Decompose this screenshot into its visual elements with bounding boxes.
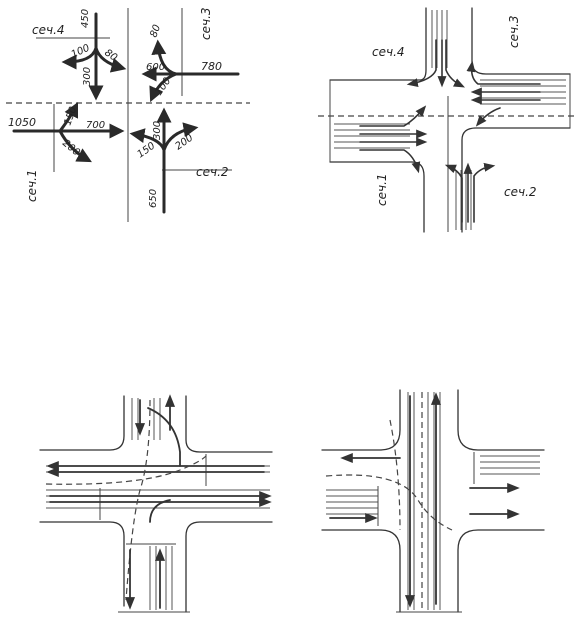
section4-flow-through: 300	[82, 67, 93, 86]
ne-curb	[471, 7, 571, 75]
section3-flow-in: 780	[201, 60, 222, 73]
nw-curb	[329, 7, 427, 81]
section1-flow-left: 150	[62, 105, 79, 127]
section1-left-turn-arrow	[58, 101, 79, 133]
south-approach-lanes	[444, 162, 496, 230]
a-north-right-turn	[147, 407, 181, 467]
b-se-curb	[457, 529, 545, 613]
quadrant-section-3: сеч.3 80 600 780 100	[141, 7, 240, 103]
a-turn-guide-1	[45, 455, 207, 485]
b-turn-guide-1	[325, 474, 453, 531]
intersection-scheme-a	[39, 394, 273, 613]
section3-label: сеч.3	[199, 7, 213, 40]
b-sw-curb	[321, 529, 401, 613]
section1-flow-through: 700	[86, 120, 105, 131]
section3-flow-through: 600	[146, 62, 165, 73]
lane-section4-label: сеч.4	[372, 45, 405, 59]
west-approach-lanes	[334, 105, 428, 174]
section1-flow-in: 1050	[8, 116, 36, 129]
flow-diagram-panel: сеч.4 450 100 80 300 сеч.3 80 600 780 10…	[6, 7, 250, 222]
lane-layout-panel: сеч.4 сеч.3 сеч.1	[318, 7, 575, 233]
section2-flow-in: 650	[148, 189, 159, 208]
a-se-curb	[185, 521, 273, 613]
section2-label: сеч.2	[196, 165, 229, 179]
south-left-turn-arrow	[444, 164, 463, 223]
lane-section3-label: сеч.3	[507, 15, 521, 48]
east-left-turn-arrow	[475, 107, 501, 127]
section1-right-turn-arrow	[58, 129, 92, 163]
a-nw-curb	[39, 395, 125, 451]
intersection-scheme-b	[321, 389, 545, 613]
a-south-turn	[149, 499, 171, 523]
lane-section2-label: сеч.2	[504, 185, 537, 199]
section4-left-turn-arrow	[94, 46, 127, 73]
section4-flow-in: 450	[80, 9, 91, 28]
se-curb	[461, 127, 571, 233]
section3-flow-left: 100	[153, 76, 173, 98]
b-nw-curb	[321, 389, 401, 451]
section3-flow-right: 80	[148, 23, 163, 39]
section3-left-turn-arrow	[149, 72, 178, 103]
section2-flow-left: 150	[135, 140, 157, 160]
section2-right-turn-arrow	[162, 122, 199, 152]
section3-right-turn-arrow	[151, 39, 178, 76]
west-left-turn-arrow	[359, 105, 427, 127]
a-sw-curb	[39, 521, 125, 607]
east-right-turn-arrow	[466, 60, 541, 85]
north-right-turn-arrow	[406, 39, 437, 88]
section4-right-turn-arrow	[61, 46, 98, 70]
b-ne-curb	[457, 389, 545, 451]
quadrant-section-2: сеч.2 300 150 200 650	[129, 107, 232, 214]
section4-label: сеч.4	[32, 23, 65, 37]
quadrant-section-1: сеч.1 1050 150 700 200	[8, 101, 125, 202]
south-right-turn-arrow	[473, 162, 496, 223]
b-turn-guide-2	[389, 419, 401, 531]
section1-label: сеч.1	[25, 169, 39, 202]
east-approach-lanes	[466, 60, 566, 127]
lane-section1-label: сеч.1	[375, 173, 389, 206]
north-approach-lanes	[406, 10, 466, 88]
west-right-turn-arrow	[359, 149, 421, 174]
quadrant-section-4: сеч.4 450 100 80 300	[32, 9, 127, 101]
a-ne-curb	[185, 395, 273, 453]
section2-flow-through: 300	[152, 121, 163, 140]
north-left-turn-arrow	[445, 39, 466, 88]
